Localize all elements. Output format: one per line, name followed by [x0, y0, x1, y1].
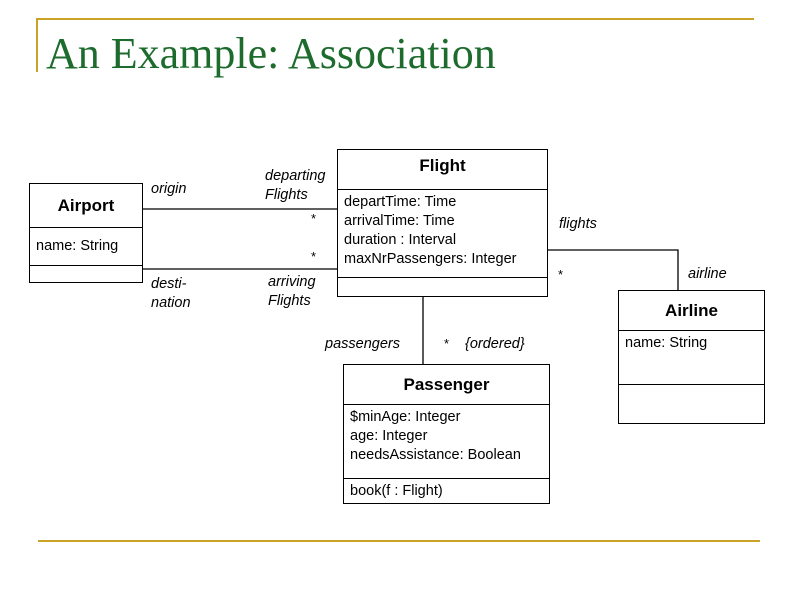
ordered-constraint-label: {ordered} — [465, 336, 525, 352]
arriving-flights-role-label-line2: Flights — [268, 293, 311, 309]
flights-role-label: flights — [559, 216, 597, 232]
passengers-role-label: passengers — [325, 336, 400, 352]
airline-operations — [619, 384, 764, 423]
flight-attribute-arrival-time: arrivalTime: Time — [344, 213, 455, 229]
origin-role-label: origin — [151, 181, 187, 197]
passenger-operation-book: book(f : Flight) — [350, 483, 443, 499]
flight-attributes: departTime: Time arrivalTime: Time durat… — [338, 190, 547, 277]
departing-flights-role-label-line2: Flights — [265, 187, 308, 203]
passengers-multiplicity: * — [444, 336, 450, 351]
flights-airline-association-line — [547, 249, 679, 290]
airport-class: Airport name: String — [29, 183, 143, 283]
arriving-multiplicity: * — [311, 249, 317, 264]
flight-operations — [338, 277, 547, 296]
passenger-attributes: $minAge: Integer age: Integer needsAssis… — [344, 405, 549, 478]
top-rule — [36, 18, 754, 20]
bottom-rule — [38, 540, 760, 542]
flight-attribute-max-nr-passengers: maxNrPassengers: Integer — [344, 251, 517, 267]
airport-operations — [30, 265, 142, 282]
passenger-class-name: Passenger — [344, 365, 549, 405]
flight-attribute-duration: duration : Interval — [344, 232, 457, 248]
airport-class-name: Airport — [30, 184, 142, 228]
passenger-operations: book(f : Flight) — [344, 478, 549, 503]
destination-role-label-line1: desti- — [151, 276, 187, 292]
arriving-flights-role-label-line1: arriving — [268, 274, 316, 290]
airport-attribute-name: name: String — [36, 238, 119, 254]
airline-class-name: Airline — [619, 291, 764, 331]
slide-title: An Example: Association — [46, 29, 496, 78]
left-rule — [36, 18, 38, 72]
airport-attributes: name: String — [30, 228, 142, 265]
airline-attribute-name: name: String — [625, 335, 708, 351]
passenger-attribute-needs-assistance: needsAssistance: Boolean — [350, 447, 521, 463]
departing-multiplicity: * — [311, 211, 317, 226]
passenger-attribute-age: age: Integer — [350, 428, 428, 444]
flights-multiplicity: * — [558, 267, 564, 282]
passenger-attribute-min-age: $minAge: Integer — [350, 409, 461, 425]
airline-role-label: airline — [688, 266, 727, 282]
flight-attribute-depart-time: departTime: Time — [344, 194, 457, 210]
destination-role-label-line2: nation — [151, 295, 191, 311]
airline-attributes: name: String — [619, 331, 764, 384]
flight-class: Flight departTime: Time arrivalTime: Tim… — [337, 149, 548, 297]
departing-flights-role-label-line1: departing — [265, 168, 326, 184]
airline-class: Airline name: String — [618, 290, 765, 424]
flight-class-name: Flight — [338, 150, 547, 190]
passenger-class: Passenger $minAge: Integer age: Integer … — [343, 364, 550, 504]
